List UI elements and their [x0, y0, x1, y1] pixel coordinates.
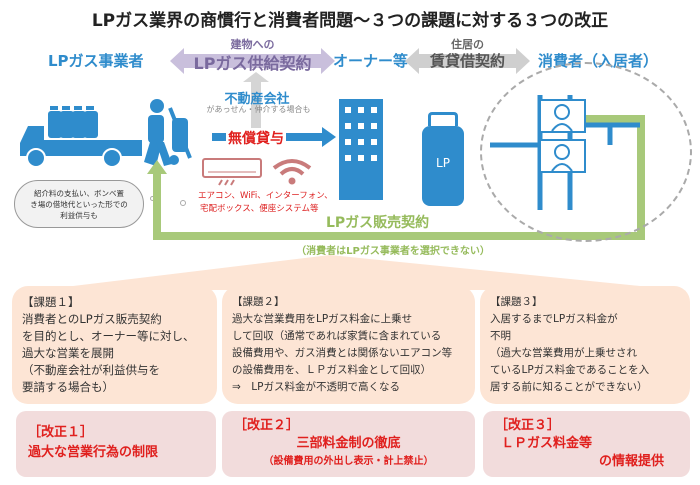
issue-3-line: 入居するまでLPガス料金が — [490, 313, 618, 325]
supply-contract-top: 建物への — [230, 38, 275, 51]
issue-1-heading: 【課題１】 — [22, 295, 80, 309]
reform-3-heading: ［改正３］ — [495, 418, 561, 433]
reform-3-line: の情報提供 — [598, 454, 664, 469]
equipment-line-1: エアコン、WiFi、インターフォン、 — [198, 191, 333, 201]
supply-contract-label: LPガス供給契約 — [193, 54, 312, 73]
reform-2-line: （設備費用の外出し表示・計上禁止） — [263, 456, 434, 467]
issue-3-heading: 【課題３】 — [490, 296, 543, 308]
gray-vertical-arrow — [243, 72, 269, 142]
reform-3-box: ［改正３］ ＬＰガス料金等 の情報提供 — [483, 411, 690, 477]
reform-3-line: ＬＰガス料金等 — [501, 436, 593, 451]
reform-2-box: ［改正２］ 三部料金制の徹底 （設備費用の外出し表示・計上禁止） — [222, 411, 475, 477]
green-arrowhead-icon — [147, 160, 167, 174]
green-line-bottom — [153, 232, 645, 240]
issue-3-line: 居する前に知ることができない） — [490, 381, 648, 393]
party-owner: オーナー等 — [333, 52, 409, 70]
cloud-line-1: 紹介料の支払い、ボンベ置 — [34, 189, 124, 198]
issue-2-line: ⇒ LPガス料金が不透明で高くなる — [232, 381, 400, 393]
issue-2-line: 設備費用や、ガス消費とは関係ないエアコン等 — [232, 347, 453, 359]
apartment-icon — [490, 95, 640, 210]
sales-contract-label: LPガス販売契約 — [320, 212, 436, 232]
issue-1-box: 【課題１】 消費者とのLPガス販売契約 を目的とし、オーナー等に対し、 過大な営… — [12, 286, 217, 404]
issue-2-line: の設備費用を、ＬＰガス料金として回収） — [232, 364, 432, 376]
cylinder-valve — [428, 112, 458, 126]
reform-2-heading: ［改正２］ — [234, 418, 300, 433]
free-loan-label: 無償貸与 — [226, 128, 286, 148]
realestate-title: 不動産会社 — [224, 92, 290, 107]
cloud-line-2: き場の借地代といった形での — [30, 200, 128, 209]
issue-1-line: を目的とし、オーナー等に対し、 — [22, 329, 195, 343]
orange-fan-decoration — [40, 255, 680, 290]
realestate-sub: があっせん・仲介する場合も — [206, 105, 311, 114]
wifi-icon — [272, 159, 312, 185]
equipment-line-2: 宅配ボックス、便座システム等 — [200, 204, 319, 214]
delivery-person-icon — [144, 99, 192, 166]
cloud-line-3: 利益供与も — [60, 211, 98, 220]
issue-3-line: 不明 — [490, 330, 511, 342]
cloud-dot — [180, 200, 186, 206]
issue-1-line: （不動産会社が利益供与を — [22, 363, 160, 377]
lease-contract-top: 住居の — [451, 38, 484, 51]
truck-icon — [20, 106, 142, 168]
blue-arrowhead-icon — [322, 127, 336, 147]
issue-2-line: して回収（通常であれば家賃に含まれている — [232, 330, 442, 342]
issue-3-line: （過大な営業費用が上乗せされ — [490, 347, 637, 359]
issue-1-line: 消費者とのLPガス販売契約 — [22, 312, 162, 326]
issue-2-line: 過大な営業費用をLPガス料金に上乗せ — [232, 313, 413, 325]
apartment-magnifier — [480, 62, 692, 242]
party-business: LPガス事業者 — [48, 52, 144, 70]
reform-2-line: 三部料金制の徹底 — [296, 436, 401, 451]
gray-double-arrow — [405, 48, 530, 74]
page-title: LPガス業界の商慣行と消費者問題～３つの課題に対する３つの改正 — [91, 11, 609, 31]
issue-2-heading: 【課題２】 — [232, 296, 285, 308]
reform-1-line: 過大な営業行為の制限 — [28, 445, 159, 460]
thought-cloud: 紹介料の支払い、ボンベ置 き場の借地代といった形での 利益供与も — [14, 180, 144, 228]
reform-1-heading: ［改正１］ — [28, 425, 94, 440]
green-line-left — [153, 172, 161, 240]
issue-3-line: ているLPガス料金であることを入 — [490, 364, 650, 376]
purple-double-arrow — [170, 48, 335, 74]
lp-cylinder-icon: LP — [422, 126, 464, 206]
lease-contract-label: 賃貸借契約 — [429, 52, 505, 70]
issue-3-box: 【課題３】 入居するまでLPガス料金が 不明 （過大な営業費用が上乗せされ てい… — [480, 286, 690, 404]
sales-contract-sub: （消費者はLPガス事業者を選択できない） — [296, 246, 490, 257]
reform-1-box: ［改正１］ 過大な営業行為の制限 — [16, 411, 216, 477]
building-icon — [339, 99, 383, 200]
issue-2-box: 【課題２】 過大な営業費用をLPガス料金に上乗せ して回収（通常であれば家賃に含… — [222, 286, 475, 404]
air-conditioner-icon — [202, 158, 262, 186]
issue-1-line: 要請する場合も） — [22, 380, 114, 394]
issue-1-line: 過大な営業を展開 — [22, 346, 114, 360]
